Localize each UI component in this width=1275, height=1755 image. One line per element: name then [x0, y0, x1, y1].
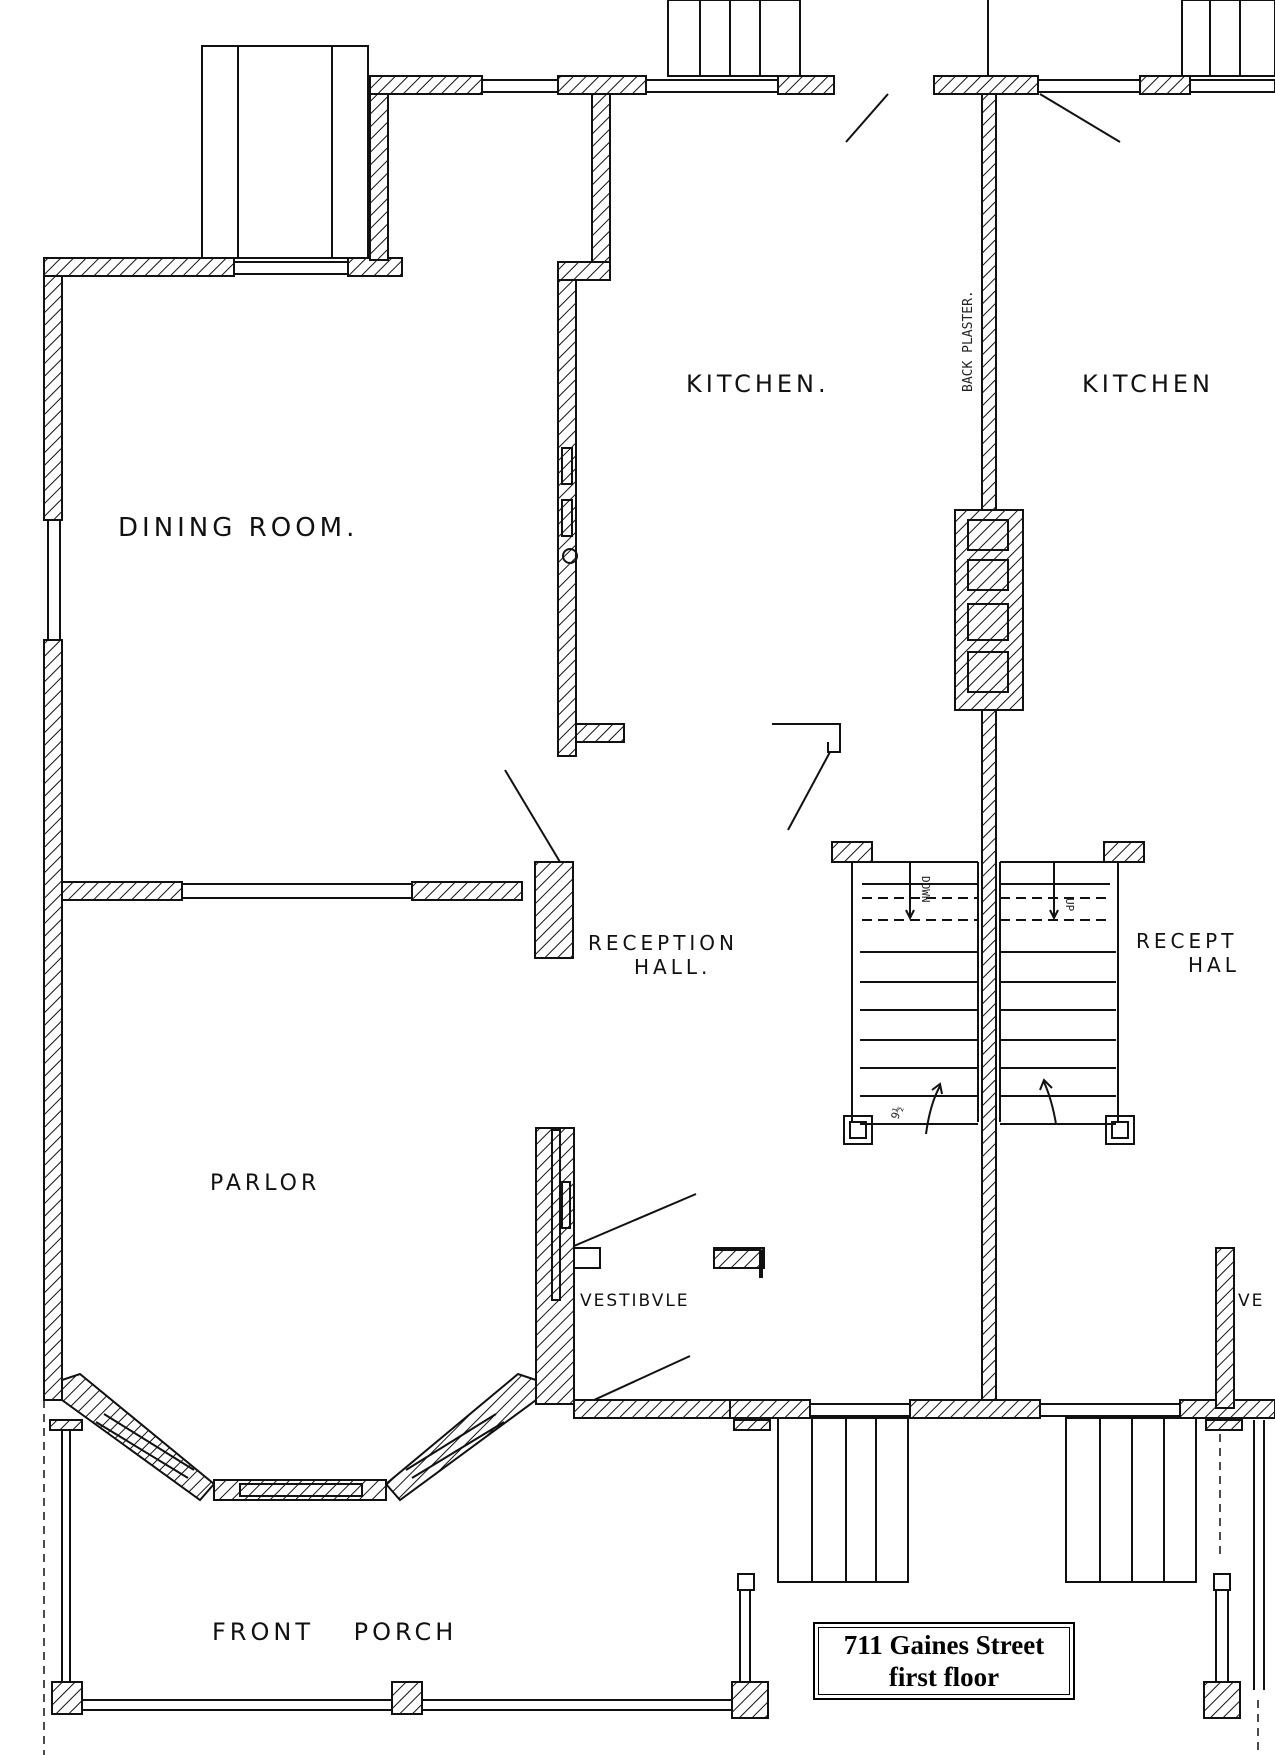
wall-reception-post [534, 861, 574, 959]
label-vestibule-right: VE [1238, 1291, 1264, 1311]
wall-front-2 [729, 1399, 811, 1419]
wall-kitchen-step [557, 261, 611, 281]
wall-top-5 [1139, 75, 1191, 95]
wall-top-1 [369, 75, 483, 95]
wall-pantry-right [369, 93, 389, 261]
wall-kitchen-left-upper [591, 93, 611, 281]
label-kitchen-left: KITCHEN. [686, 370, 830, 398]
wall-divider-1 [61, 881, 183, 901]
stair-arrow-right [1043, 1081, 1057, 1125]
wall-bay-right [384, 1372, 537, 1502]
label-dining-room: DINING ROOM. [118, 513, 358, 543]
label-vestibule-left: VESTIBVLE [580, 1291, 690, 1311]
room-labels: KITCHEN. KITCHEN DINING ROOM. RECEPTION … [118, 370, 1264, 1646]
label-parlor: PARLOR [210, 1171, 320, 1196]
wall-top-3 [777, 75, 835, 95]
walls [43, 75, 1275, 1502]
label-reception-right-2: HAL [1188, 953, 1240, 977]
front-steps-left [777, 1417, 909, 1583]
pantry-box [201, 45, 369, 259]
wall-vestibule [535, 1127, 575, 1405]
linework [43, 0, 1275, 1755]
wall-vestibule-right [1215, 1247, 1235, 1409]
drawing-caption: 711 Gaines Street first floor [813, 1622, 1075, 1700]
wall-dining-top-1 [43, 257, 235, 277]
wall-divider-2 [411, 881, 523, 901]
wall-kitchen-left [557, 275, 577, 757]
wall-left-upper [43, 275, 63, 521]
window-top-3 [1037, 79, 1141, 93]
window-top-2 [645, 79, 779, 93]
note-stair-riser: 9½ [889, 1104, 906, 1121]
newel-post-left [843, 1115, 873, 1145]
plan-notes: BACK PLASTER. DOWN UP 9½ [889, 290, 1076, 1121]
wall-front-1 [573, 1399, 735, 1419]
label-front-porch: FRONT PORCH [212, 1618, 457, 1646]
wall-top-4 [933, 75, 1039, 95]
window-top-4 [1189, 79, 1275, 93]
window-dining-top [233, 261, 349, 275]
porch-posts [49, 1419, 1243, 1719]
window-left [47, 519, 61, 641]
party-wall-upper [981, 93, 997, 511]
caption-address: 711 Gaines Street [843, 1630, 1045, 1660]
note-stair-down: DOWN [919, 876, 932, 903]
caption-floor: first floor [888, 1662, 1000, 1692]
back-steps-right [1181, 0, 1275, 77]
party-wall-lower [981, 709, 997, 1411]
window-top-1 [481, 79, 559, 93]
wall-corner-small [713, 1247, 765, 1269]
note-stair-up: UP [1063, 898, 1076, 912]
back-steps-left [667, 0, 801, 77]
label-kitchen-right: KITCHEN [1082, 370, 1214, 398]
stair-newel-top-right [1103, 841, 1145, 863]
newel-post-right [1105, 1115, 1135, 1145]
wall-front-3 [909, 1399, 1041, 1419]
label-reception-right-1: RECEPT [1136, 929, 1237, 953]
label-reception-left-1: RECEPTION [588, 931, 738, 955]
stair-arrow-left [925, 1085, 941, 1135]
stair-newel-top-left [831, 841, 873, 863]
wall-top-2 [557, 75, 647, 95]
chimney-stack [954, 509, 1024, 711]
note-back-plaster: BACK PLASTER. [961, 290, 976, 392]
wall-kitchen-stub [575, 723, 625, 743]
wall-left-lower [43, 639, 63, 1401]
label-reception-left-2: HALL. [634, 955, 711, 979]
wall-bay-left [61, 1372, 216, 1502]
